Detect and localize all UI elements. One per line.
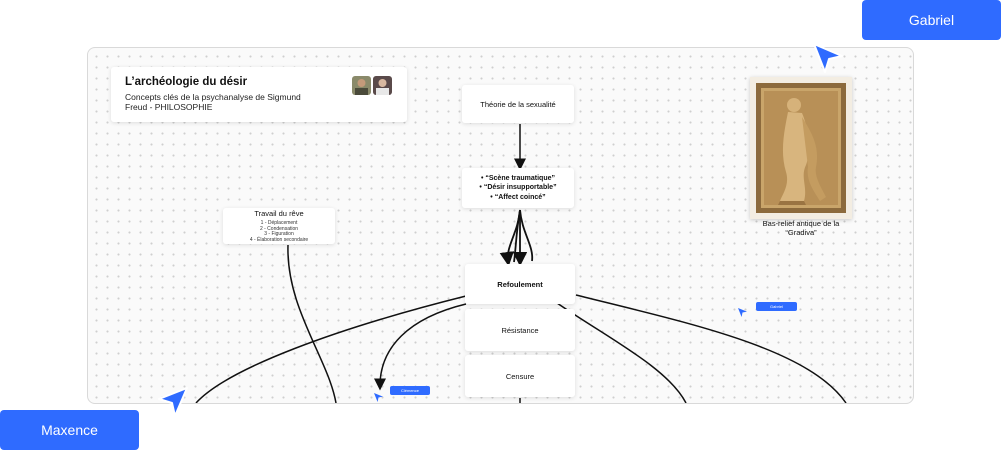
list-item: “Scène traumatique” <box>479 174 556 184</box>
node-travail-du-reve[interactable]: Travail du rêve 1 - Déplacement 2 - Cond… <box>223 208 335 244</box>
mini-cursor-label-gabriel: Gabriel <box>756 302 797 311</box>
list-item: 3 - Figuration <box>264 231 294 238</box>
list-item: “Affect coincé” <box>479 193 556 203</box>
node-refoulement[interactable]: Refoulement <box>465 264 575 304</box>
avatar <box>373 76 392 95</box>
node-items: 1 - Déplacement 2 - Condensation 3 - Fig… <box>223 220 335 243</box>
node-label: Refoulement <box>497 279 543 289</box>
connector-refoulement-left <box>195 295 467 403</box>
image-caption: Bas-relief antique de la “Gradiva” <box>762 219 840 237</box>
cursor-arrow-icon <box>374 389 383 403</box>
connector-scene-refoulement-4 <box>513 209 521 263</box>
connector-refoulement-clemence <box>374 303 467 391</box>
node-theorie-sexualite[interactable]: Théorie de la sexualité <box>462 85 574 123</box>
board-title: L’archéologie du désir <box>125 76 248 88</box>
title-card[interactable]: L’archéologie du désir Concepts clés de … <box>111 67 407 122</box>
node-censure[interactable]: Censure <box>465 355 575 397</box>
pointer-arrow-icon <box>812 42 844 79</box>
whiteboard-canvas[interactable]: L’archéologie du désir Concepts clés de … <box>87 47 914 404</box>
cursor-arrow-icon <box>738 304 747 322</box>
avatar <box>352 76 371 95</box>
list-item: 4 - Élaboration secondaire <box>249 236 309 243</box>
connector-scene-refoulement-3 <box>519 209 534 262</box>
node-scene-traumatique[interactable]: “Scène traumatique” “Désir insupportable… <box>462 168 574 208</box>
node-resistance[interactable]: Résistance <box>465 309 575 351</box>
node-label: Censure <box>505 371 535 381</box>
collaborator-label-gabriel: Gabriel <box>862 0 1001 40</box>
node-label: Théorie de la sexualité <box>480 99 556 109</box>
node-label: Résistance <box>501 325 539 335</box>
node-list: “Scène traumatique” “Désir insupportable… <box>479 174 557 203</box>
collaborator-label-maxence: Maxence <box>0 410 139 450</box>
board-subtitle: Concepts clés de la psychanalyse de Sigm… <box>125 92 301 112</box>
connector-travail-down <box>287 244 337 403</box>
connector-refoulement-right2 <box>575 294 847 403</box>
pointer-arrow-icon <box>157 386 189 423</box>
node-title: Travail du rêve <box>254 209 304 218</box>
mini-cursor-label-clemence: Clémence <box>390 386 430 395</box>
connector-lines <box>195 124 847 403</box>
gradiva-relief-image[interactable] <box>750 77 852 219</box>
list-item: 1 - Déplacement <box>260 220 298 226</box>
list-item: 2 - Condensation <box>259 225 299 232</box>
list-item: “Désir insupportable” <box>479 183 557 193</box>
